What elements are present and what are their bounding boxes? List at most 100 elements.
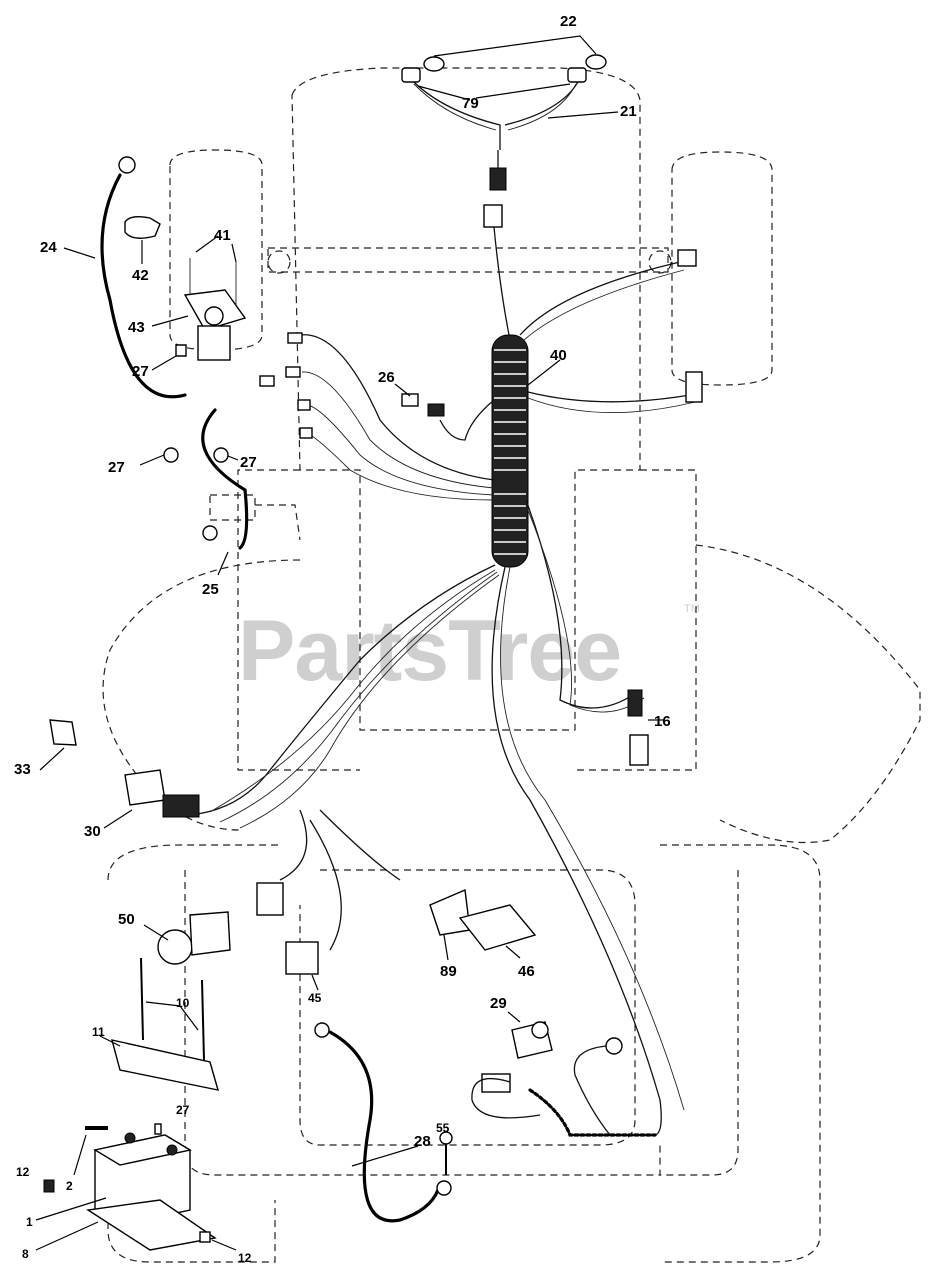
callout-21: 21 xyxy=(620,103,637,120)
callout-30: 30 xyxy=(84,823,101,840)
leader-11 xyxy=(99,1035,121,1047)
fuse-holder-b xyxy=(285,366,301,378)
knob-50 xyxy=(157,929,193,965)
headlight-wire-left xyxy=(409,77,501,150)
deck-left xyxy=(237,469,360,771)
branch-16-2 xyxy=(525,504,645,713)
axle-pivot-left xyxy=(267,250,291,274)
lower-center-parts xyxy=(256,882,657,1223)
harness-branches xyxy=(189,249,703,1137)
headlight-connector-bottom xyxy=(483,204,503,228)
nut-12-right xyxy=(199,1231,211,1243)
ignition-connector xyxy=(162,794,200,818)
leader-10 xyxy=(145,1001,199,1031)
headlight-connector-top xyxy=(489,167,507,191)
leader-45 xyxy=(311,974,319,991)
bracket-89 xyxy=(429,888,471,936)
leader-24 xyxy=(63,247,96,259)
callout-41: 41 xyxy=(214,227,231,244)
branch-ignition xyxy=(189,564,496,816)
switch-50 xyxy=(189,911,231,956)
callout-40: 40 xyxy=(550,347,567,364)
branch-right-top-2 xyxy=(523,269,685,341)
hood-outline xyxy=(291,67,641,731)
leader-50 xyxy=(143,924,169,941)
callout-27-lower: 27 xyxy=(176,1103,190,1117)
callout-28: 28 xyxy=(414,1133,431,1150)
callout-12-right: 12 xyxy=(238,1251,252,1265)
callout-79: 79 xyxy=(462,95,479,112)
headlight-wire-right xyxy=(504,77,581,126)
branch-left-upper xyxy=(299,334,495,481)
callout-50: 50 xyxy=(118,911,135,928)
callout-22: 22 xyxy=(560,13,577,30)
callout-55: 55 xyxy=(436,1121,450,1135)
front-axle xyxy=(267,247,669,273)
connector-26-left xyxy=(401,393,419,407)
right-front-wheel xyxy=(671,151,773,386)
axle-pivot-right xyxy=(648,250,672,274)
cable-25-ring-terminal xyxy=(202,525,218,541)
right-top-connector xyxy=(677,249,697,267)
cable-24-ring-terminal xyxy=(118,156,136,174)
cable-25 xyxy=(201,408,249,550)
branch-45 xyxy=(279,809,308,881)
cable-28-ring-top xyxy=(314,1022,330,1038)
callout-27-right: 27 xyxy=(240,454,257,471)
leader-8 xyxy=(35,1221,99,1251)
dash-bracket xyxy=(209,494,301,541)
left-discharge-arc xyxy=(102,559,301,831)
headlight-harness xyxy=(401,35,619,341)
headlight-to-loom xyxy=(493,150,511,341)
callout-26: 26 xyxy=(378,369,395,386)
connector-16-top xyxy=(627,689,643,717)
nut-12-left xyxy=(43,1179,55,1193)
clamp-42 xyxy=(124,215,161,239)
branch-right-top xyxy=(519,261,681,336)
leader-41 xyxy=(195,235,237,263)
nut-27-right xyxy=(213,447,229,463)
coiled-cord xyxy=(528,1088,657,1137)
connector-harness xyxy=(256,882,284,916)
callout-11: 11 xyxy=(92,1025,105,1039)
headlight-wire-left-2 xyxy=(413,83,497,131)
nut-27-lower xyxy=(154,1123,162,1135)
cable-24 xyxy=(100,173,187,399)
callout-10: 10 xyxy=(176,996,190,1010)
branch-16 xyxy=(525,499,641,709)
leader-28 xyxy=(351,1145,419,1167)
lower-left-parts xyxy=(35,911,237,1251)
leader-27-left xyxy=(139,454,165,466)
branch-45b xyxy=(309,819,342,951)
deck-right xyxy=(575,469,697,771)
watermark-tm: TM xyxy=(684,603,700,615)
callout-12-left: 12 xyxy=(16,1165,30,1179)
ignition-switch-30 xyxy=(124,769,166,806)
callout-45: 45 xyxy=(308,991,322,1005)
leader-29 xyxy=(507,1011,521,1023)
rear-frame xyxy=(184,870,661,1176)
branch-right-mid-2 xyxy=(527,397,696,413)
left-rear-wheel-lower xyxy=(107,1200,276,1263)
right-mid-connector xyxy=(685,371,703,403)
leader-2 xyxy=(73,1134,87,1176)
headlight-socket-left xyxy=(401,67,421,83)
branch-rear-long-2 xyxy=(500,566,685,1111)
branch-26 xyxy=(439,399,495,441)
callout-33: 33 xyxy=(14,761,31,778)
cable-28-ring-bottom xyxy=(436,1180,452,1196)
leader-12-right xyxy=(211,1239,237,1251)
callout-27-top: 27 xyxy=(132,363,149,380)
callout-2: 2 xyxy=(66,1179,73,1193)
hourmeter-46 xyxy=(458,904,537,951)
callout-25: 25 xyxy=(202,581,219,598)
leader-26 xyxy=(394,383,411,397)
tray-8 xyxy=(86,1199,217,1251)
rear-frame-right xyxy=(660,870,739,1176)
callout-42: 42 xyxy=(132,267,149,284)
callout-46: 46 xyxy=(518,963,535,980)
right-rear-fender xyxy=(660,844,821,1263)
ground-wire xyxy=(573,1045,611,1136)
leader-79 xyxy=(417,83,571,101)
